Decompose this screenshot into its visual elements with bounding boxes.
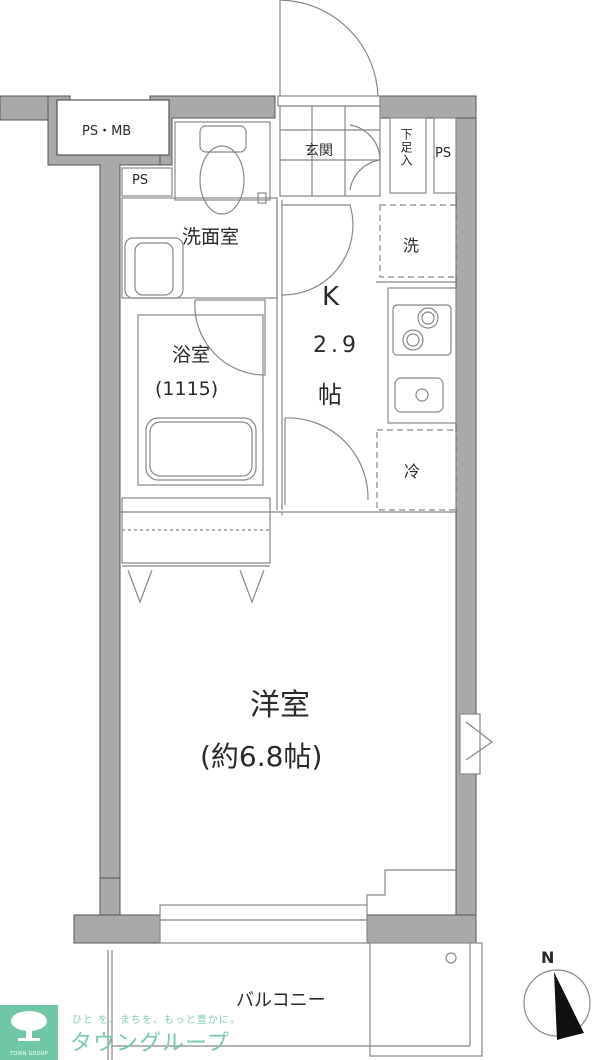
label-shoe-storage: 下足入 — [399, 128, 413, 167]
label-kitchen-unit: 帖 — [318, 381, 342, 409]
label-western-room: 洋室 — [250, 688, 310, 723]
compass-icon — [523, 969, 591, 1040]
tree-icon — [11, 1011, 47, 1041]
label-kitchen-size: 2.9 — [313, 333, 360, 358]
logo-caption: TOWN GROUP — [9, 1051, 49, 1057]
label-ps-right: PS — [435, 146, 452, 161]
label-fridge: 冷 — [404, 462, 421, 481]
brand-tagline: ひと を、まちを、もっと豊かに。 — [72, 1015, 241, 1026]
label-compass-north: N — [541, 948, 555, 967]
label-washroom: 洗面室 — [182, 226, 240, 248]
label-ps-mb: PS・MB — [82, 124, 132, 139]
entry-door — [277, 0, 381, 107]
brand-name: タウングループ — [70, 1031, 230, 1056]
label-washer: 洗 — [403, 236, 420, 255]
label-ps-left: PS — [132, 173, 149, 188]
label-bathroom: 浴室 — [172, 344, 211, 366]
brand-logo: TOWN GROUP — [0, 1005, 58, 1060]
label-western-room-size: (約6.8帖) — [200, 740, 323, 773]
label-kitchen: K — [322, 282, 340, 312]
label-bathroom-size: (1115) — [155, 378, 219, 400]
label-balcony: バルコニー — [236, 990, 326, 1011]
label-entrance: 玄関 — [305, 143, 333, 159]
